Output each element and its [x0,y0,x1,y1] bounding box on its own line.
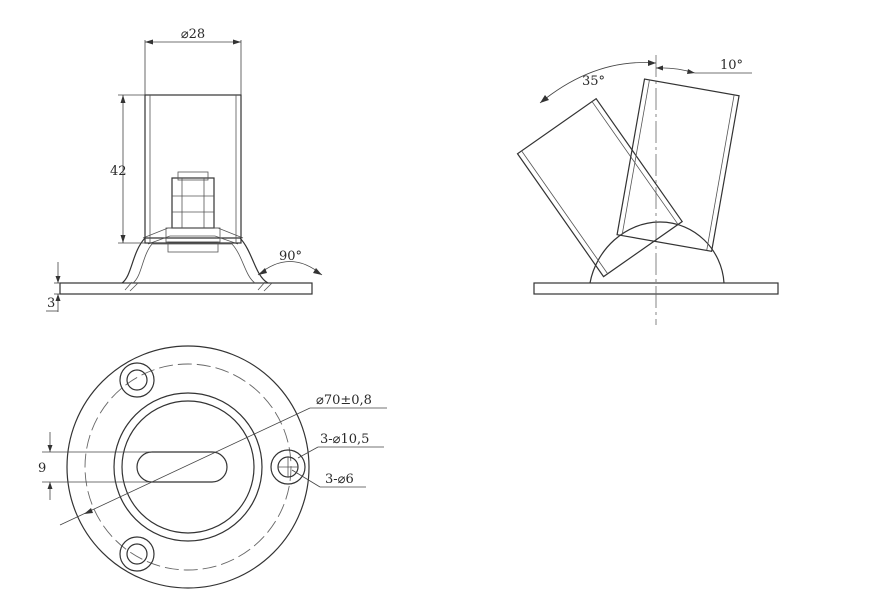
dim-hole: 3-⌀6 [325,472,354,487]
dim-counterbore: 3-⌀10,5 [320,432,369,447]
dim-tube-diameter: ⌀28 [181,27,205,42]
slot [136,451,228,483]
hole-right [270,449,306,485]
dim-tube-height: 42 [110,164,127,179]
dim-tilt-left: 35° [582,74,605,89]
dim-base-thickness: 3 [47,296,55,311]
hole-bottom [119,536,155,572]
base-plate [59,282,313,295]
dim-slot-width: 9 [38,461,46,476]
dim-flange-diameter: ⌀70±0,8 [316,393,372,408]
side-dome [589,221,725,284]
bolt-nut [165,171,221,253]
flange-dome [121,237,269,284]
tube [144,94,242,244]
bolt-circle [84,363,292,571]
side-view: 35° 10° [516,55,779,325]
top-view: ⌀70±0,8 3-⌀10,5 3-⌀6 9 [38,345,387,589]
tube-tilt-left [516,97,684,278]
front-view: ⌀28 42 3 90° [46,27,323,312]
tube-tilt-right [616,78,740,253]
flange-outer-circle [66,345,310,589]
dim-flange-angle: 90° [279,249,302,264]
hole-top [119,362,155,398]
dim-tilt-right: 10° [720,58,743,73]
